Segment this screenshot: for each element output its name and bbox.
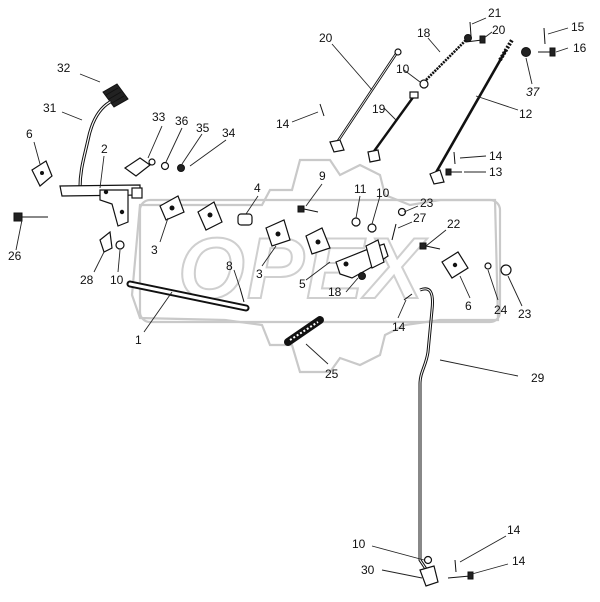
washer-23-upper (397, 207, 407, 217)
bolt-26 (13, 212, 48, 222)
callout-32: 32 (57, 61, 71, 75)
nut-11 (351, 217, 361, 227)
bushing (237, 213, 253, 226)
callout-19: 20 (319, 31, 333, 45)
callout-24: 24 (494, 303, 508, 317)
rod-19 (329, 48, 402, 153)
callout-37: 37 (526, 85, 541, 99)
bellcrank (335, 239, 389, 279)
lever-arm-center (265, 219, 291, 247)
nut-10-top (419, 79, 429, 89)
watermark-gear (130, 158, 500, 374)
callout-13-bottom: 14 (512, 554, 526, 568)
pin-13-right (445, 168, 462, 176)
pin-14-bottom (454, 559, 457, 573)
pin-14-left (319, 103, 325, 117)
callout-30: 30 (361, 563, 375, 577)
pin-14-right (453, 151, 456, 165)
callout-10-bottom: 10 (352, 537, 366, 551)
callout-12: 12 (519, 107, 533, 121)
nut-16 (358, 272, 366, 280)
callout-6-right: 6 (465, 299, 472, 313)
callout-15: 16 (573, 41, 587, 55)
callout-6-left: 6 (26, 127, 33, 141)
callout-36: 36 (175, 114, 189, 128)
callout-14-middle: 14 (392, 320, 406, 334)
small-lever (99, 230, 113, 253)
callout-18: 18 (417, 26, 431, 40)
pin-15 (538, 47, 556, 57)
lever-arm-middle (197, 201, 223, 231)
callouts: 32 31 6 2 26 28 10 33 36 35 34 3 4 9 3 8… (8, 6, 587, 577)
callout-10-left: 10 (110, 273, 124, 287)
pedal-shaft-assembly (59, 184, 143, 227)
rod-12 (429, 38, 514, 185)
callout-25: 25 (325, 367, 339, 381)
callout-13-right: 13 (489, 165, 503, 179)
long-rod (418, 287, 434, 573)
callout-4: 4 (254, 181, 261, 195)
pin-21 (469, 21, 472, 37)
callout-27: 27 (413, 211, 427, 225)
callout-1: 1 (135, 333, 142, 347)
callout-14-bottom: 14 (507, 523, 521, 537)
pin-14-middle (403, 293, 413, 301)
clevis-bottom (419, 565, 439, 587)
callout-3-right: 3 (256, 267, 263, 281)
callout-10-top: 10 (396, 62, 410, 76)
callout-26: 26 (8, 249, 22, 263)
parts (13, 21, 556, 587)
callout-9: 9 (319, 169, 326, 183)
callout-11: 11 (354, 182, 367, 196)
nut-10-bottom (423, 555, 433, 565)
cross-shaft (126, 280, 250, 312)
callout-29: 29 (531, 371, 545, 385)
callout-23-right: 23 (518, 307, 532, 321)
callout-28: 28 (80, 273, 94, 287)
callout-3-left: 3 (151, 243, 158, 257)
nut-left (115, 240, 125, 250)
callout-35: 35 (196, 121, 210, 135)
spring (284, 316, 324, 346)
nut-10-center (367, 223, 377, 233)
pin-8 (239, 287, 245, 303)
nut-23-right (500, 264, 512, 276)
pin-13-bottom (447, 571, 474, 580)
callout-2: 2 (101, 142, 108, 156)
pin-20 (465, 35, 486, 44)
callout-21: 21 (488, 6, 502, 20)
bolt-22 (419, 242, 441, 250)
lever-arm-left (159, 195, 185, 221)
callout-8: 8 (226, 259, 233, 273)
callout-14-left: 14 (276, 117, 290, 131)
clevis-linkage (123, 157, 185, 177)
callout-20: 20 (492, 23, 506, 37)
callout-17: 19 (372, 102, 386, 116)
callout-14-top: 15 (571, 20, 585, 34)
bolt-27 (391, 223, 397, 241)
screw-9 (297, 205, 319, 213)
callout-5: 5 (299, 277, 306, 291)
rod-17 (367, 91, 419, 163)
lever-arm-right (305, 227, 331, 255)
leader-lines (15, 17, 569, 579)
callout-33: 33 (152, 110, 166, 124)
callout-34: 34 (222, 126, 236, 140)
callout-31: 31 (43, 101, 57, 115)
callout-23-top: 23 (420, 196, 434, 210)
callout-16: 18 (328, 285, 342, 299)
callout-14-right: 14 (489, 149, 503, 163)
callout-10-center: 10 (376, 186, 390, 200)
pin-14-top (543, 27, 546, 45)
callout-22: 22 (447, 217, 461, 231)
clevis-37 (521, 47, 531, 57)
washer-24 (484, 262, 492, 270)
